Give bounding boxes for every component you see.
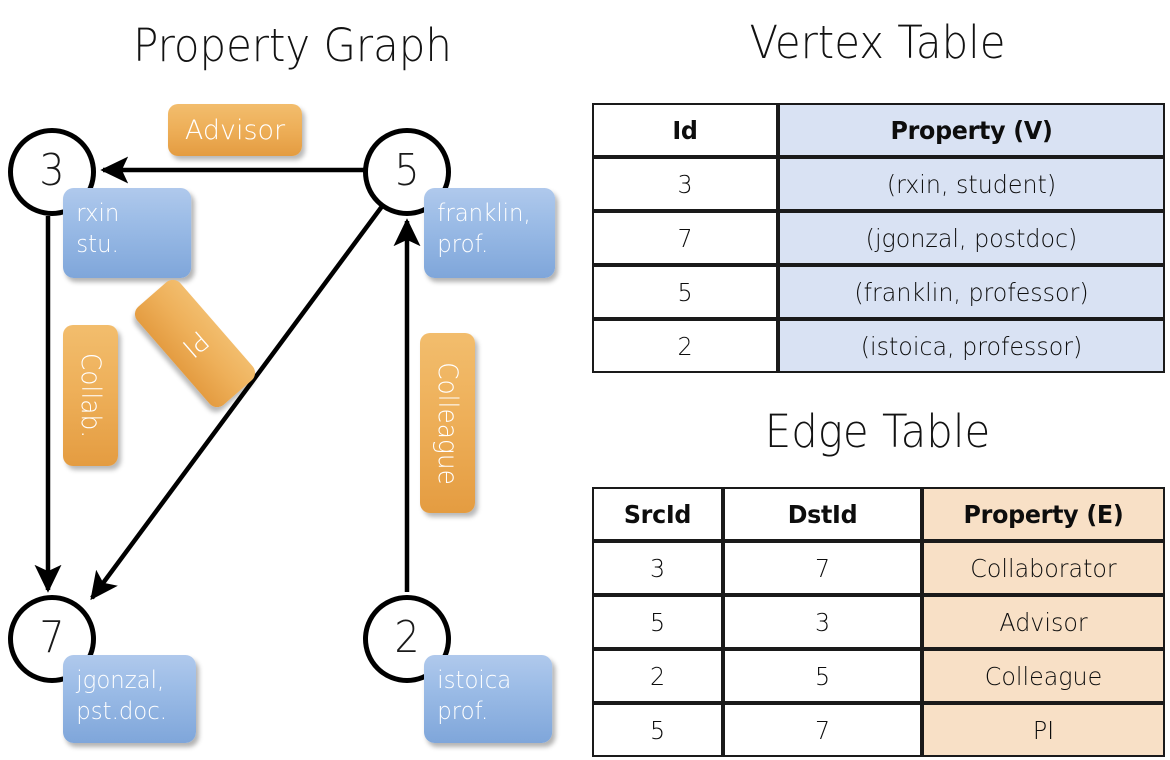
edge-label-colleague-text: Colleague: [432, 361, 463, 485]
edge-row-1-dst: 3: [723, 595, 922, 649]
edge-row-0-src: 3: [592, 541, 723, 595]
graph-edges-layer: [34, 156, 421, 601]
vertex-row-2-id: 5: [592, 265, 778, 319]
vertex-table-header-id: Id: [592, 103, 778, 157]
edge-table-row: 2 5 Colleague: [592, 649, 1165, 703]
vertex-row-0-id: 3: [592, 157, 778, 211]
edge-label-advisor: Advisor: [168, 104, 302, 156]
edge-row-3-dst: 7: [723, 703, 922, 757]
vertex-table-row: 5 (franklin, professor): [592, 265, 1165, 319]
node-property-2-line1: istoica: [437, 666, 512, 694]
graph-node-2-id: 2: [394, 612, 420, 663]
edge-row-1-property: Advisor: [922, 595, 1165, 649]
node-property-box-2: istoica prof.: [424, 655, 553, 743]
vertex-table: Id Property (V) 3 (rxin, student) 7 (jgo…: [592, 103, 1165, 373]
edge-table-header-dstid: DstId: [723, 487, 922, 541]
edge-label-advisor-text: Advisor: [184, 114, 286, 146]
edge-row-2-src: 2: [592, 649, 723, 703]
page-title-edge-table: Edge Table: [764, 405, 991, 458]
graph-node-5[interactable]: 5: [363, 128, 451, 216]
vertex-table-row: 2 (istoica, professor): [592, 319, 1165, 373]
edge-label-collab-text: Collab.: [75, 352, 106, 439]
vertex-row-3-id: 2: [592, 319, 778, 373]
node-property-box-5: franklin, prof.: [424, 188, 556, 278]
node-property-3-line1: rxin: [76, 199, 120, 227]
node-property-7-line1: jgonzal,: [76, 666, 165, 694]
node-property-7-line2: pst.doc.: [76, 696, 168, 725]
edge-table: SrcId DstId Property (E) 3 7 Collaborato…: [592, 487, 1165, 757]
edge-table-row: 5 7 PI: [592, 703, 1165, 757]
edge-table-row: 5 3 Advisor: [592, 595, 1165, 649]
edge-label-colleague: Colleague: [420, 333, 475, 513]
edge-5-to-7: [90, 203, 385, 601]
page-title-property-graph: Property Graph: [133, 19, 452, 72]
edge-table-row: 3 7 Collaborator: [592, 541, 1165, 595]
graph-node-5-id: 5: [394, 145, 420, 196]
edge-row-2-property: Colleague: [922, 649, 1165, 703]
node-property-box-3: rxin stu.: [63, 188, 192, 278]
edge-table-header-property: Property (E): [922, 487, 1165, 541]
vertex-row-1-property: (jgonzal, postdoc): [778, 211, 1165, 265]
vertex-row-2-property: (franklin, professor): [778, 265, 1165, 319]
edge-table-header-srcid: SrcId: [592, 487, 723, 541]
edge-row-3-property: PI: [922, 703, 1165, 757]
node-property-5-line2: prof.: [437, 229, 489, 258]
vertex-table-header-row: Id Property (V): [592, 103, 1165, 157]
edge-table-header-row: SrcId DstId Property (E): [592, 487, 1165, 541]
node-property-3-line2: stu.: [76, 229, 119, 258]
edge-label-pi-text: PI: [175, 323, 215, 364]
vertex-table-row: 7 (jgonzal, postdoc): [592, 211, 1165, 265]
edge-row-0-property: Collaborator: [922, 541, 1165, 595]
node-property-5-line1: franklin,: [437, 199, 531, 227]
vertex-table-row: 3 (rxin, student): [592, 157, 1165, 211]
graph-node-7-id: 7: [39, 612, 65, 663]
edge-row-3-src: 5: [592, 703, 723, 757]
edge-label-collab: Collab.: [63, 325, 118, 466]
edge-row-1-src: 5: [592, 595, 723, 649]
node-property-box-7: jgonzal, pst.doc.: [63, 655, 196, 743]
vertex-row-1-id: 7: [592, 211, 778, 265]
node-property-2-line2: prof.: [437, 696, 489, 725]
page-title-vertex-table: Vertex Table: [749, 16, 1006, 69]
edge-row-2-dst: 5: [723, 649, 922, 703]
graph-node-3-id: 3: [39, 145, 65, 196]
graph-node-2[interactable]: 2: [363, 595, 451, 683]
vertex-row-3-property: (istoica, professor): [778, 319, 1165, 373]
vertex-row-0-property: (rxin, student): [778, 157, 1165, 211]
edge-row-0-dst: 7: [723, 541, 922, 595]
vertex-table-header-property: Property (V): [778, 103, 1165, 157]
